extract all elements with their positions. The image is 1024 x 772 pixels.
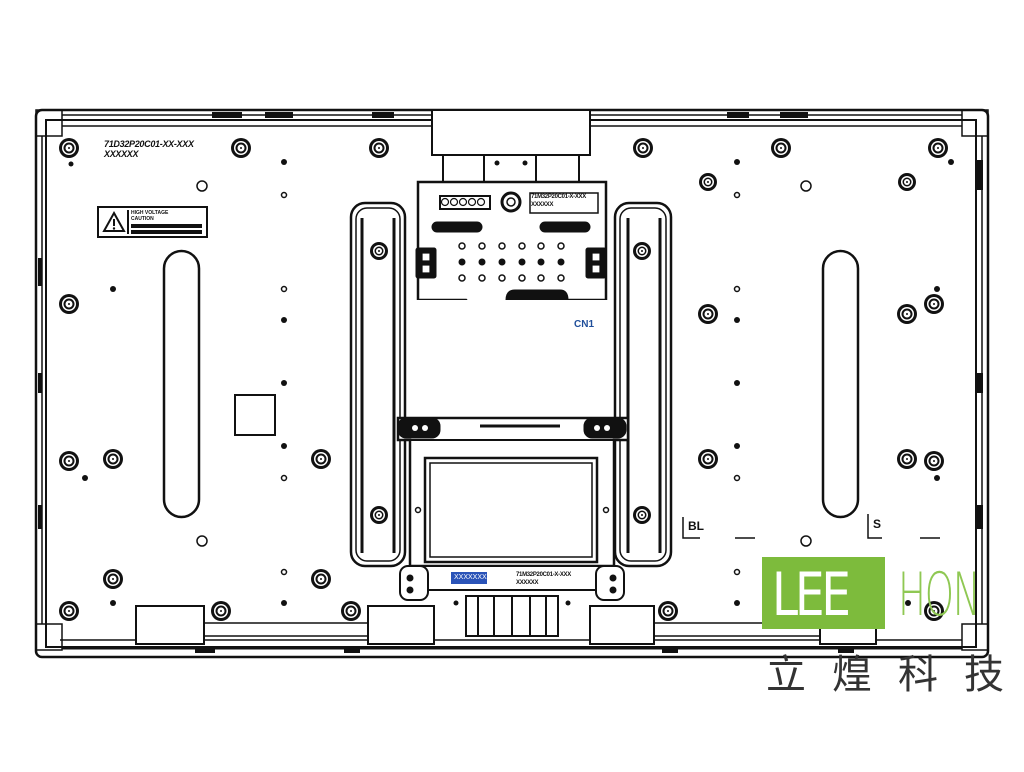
warning-line-2: CAUTION	[131, 216, 154, 222]
pcb-bottom-label: 71M32P20C01-X-XXX XXXXXX	[516, 571, 571, 587]
blue-tag: XXXXXXX	[451, 572, 487, 584]
model-label: 71D32P20C01-XX-XXX XXXXXX	[104, 139, 194, 159]
logo-green-box	[762, 557, 885, 629]
warning-text: HIGH VOLTAGE CAUTION	[131, 210, 204, 222]
pcb-bottom-label-line1: 71M32P20C01-X-XXX	[516, 572, 571, 578]
cn1-callout: CN1	[574, 319, 595, 330]
warning-text-bar	[131, 224, 202, 228]
warning-line-1: HIGH VOLTAGE	[131, 210, 169, 216]
logo-chinese-text: 立煌科技	[766, 652, 1024, 698]
bl-marking: BL	[688, 519, 704, 533]
model-label-line2: XXXXXX	[104, 149, 139, 159]
logo-brand-text: HON	[898, 560, 981, 630]
logo-brand-box-text: LEE	[772, 560, 851, 630]
pcb-bottom-label-line2: XXXXXX	[516, 580, 539, 586]
warning-triangle-icon	[101, 210, 129, 234]
pcb-top-label-line2: XXXXXX	[531, 202, 554, 208]
s-marking: S	[873, 517, 882, 531]
model-label-line1: 71D32P20C01-XX-XXX	[104, 139, 194, 149]
pcb-top-label-line1: 71M32P20C01-X-XXX	[531, 194, 586, 200]
pcb-top-label: 71M32P20C01-X-XXX XXXXXX	[531, 193, 586, 209]
warning-text-bar	[131, 230, 202, 234]
high-voltage-warning-label: HIGH VOLTAGE CAUTION	[97, 206, 208, 238]
